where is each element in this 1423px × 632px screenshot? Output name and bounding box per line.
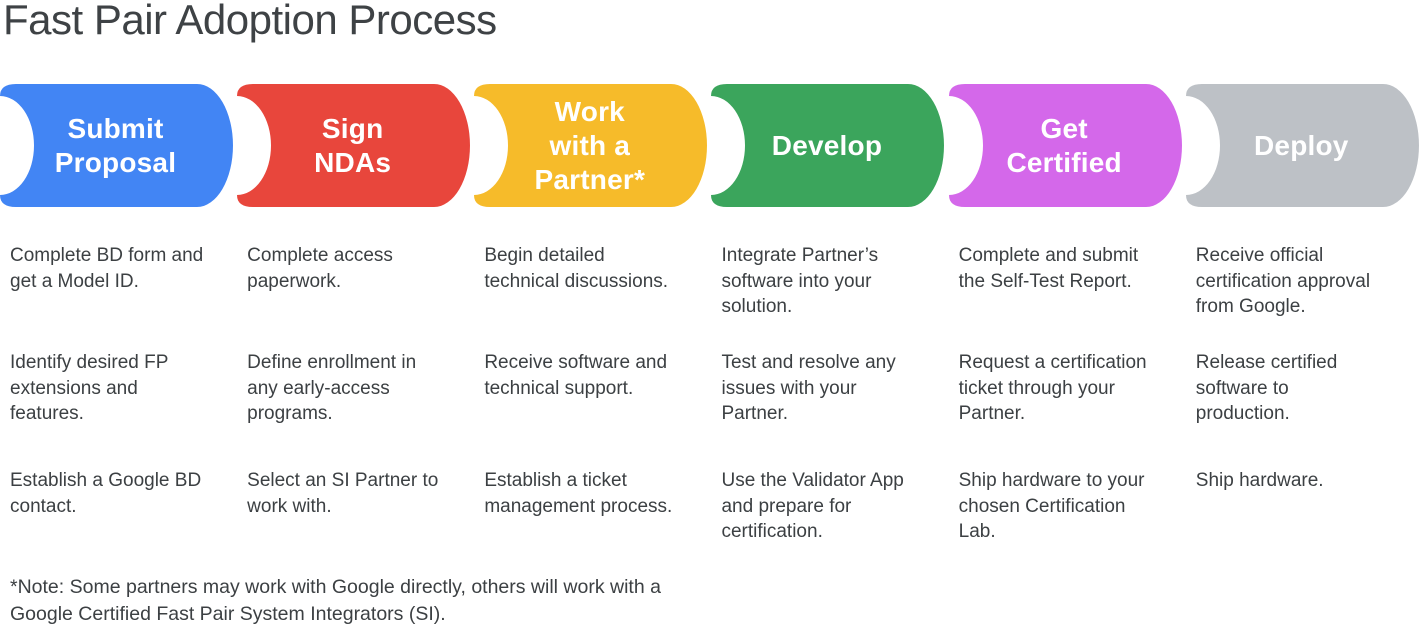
- steps-develop: Integrate Partner’s software into your s…: [711, 243, 948, 545]
- step-item: Define enrollment in any early-access pr…: [247, 352, 417, 424]
- step-item: Complete access paperwork.: [247, 245, 393, 292]
- stage-pill-shape: [474, 84, 708, 207]
- step-item: Use the Validator App and prepare for ce…: [721, 470, 904, 542]
- step-item: Ship hardware to your chosen Certificati…: [958, 470, 1145, 542]
- stage-steps-grid: Complete BD form and get a Model ID. Ide…: [0, 243, 1423, 545]
- stage-shape-deploy: [1185, 84, 1419, 207]
- step-item: Test and resolve any issues with your Pa…: [721, 352, 896, 424]
- stage-shape-develop: [711, 84, 945, 207]
- stage-sign-ndas: Sign NDAs: [237, 84, 474, 207]
- step-item: Establish a Google BD contact.: [10, 470, 202, 517]
- steps-deploy: Receive official certification approval …: [1186, 243, 1423, 545]
- stage-label-work-with-partner: Work with a Partner*: [534, 95, 646, 195]
- step-item: Ship hardware.: [1195, 470, 1324, 491]
- stage-get-certified: Get Certified: [948, 84, 1186, 207]
- step-item: Complete and submit the Self-Test Report…: [958, 245, 1139, 292]
- stage-pill-shape: [711, 84, 945, 207]
- stage-shape-get-certified: [948, 84, 1182, 207]
- stage-shape-sign-ndas: [237, 84, 471, 207]
- steps-sign-ndas: Complete access paperwork. Define enroll…: [237, 243, 474, 545]
- steps-get-certified: Complete and submit the Self-Test Report…: [949, 243, 1186, 545]
- step-item: Begin detailed technical discussions.: [484, 245, 669, 292]
- step-item: Establish a ticket management process.: [484, 470, 673, 517]
- step-item: Receive official certification approval …: [1195, 245, 1371, 317]
- step-item: Release certified software to production…: [1195, 352, 1338, 424]
- step-item: Complete BD form and get a Model ID.: [10, 245, 204, 292]
- stage-deploy: Deploy: [1185, 84, 1423, 207]
- stage-pill-shape: [948, 84, 1182, 207]
- step-item: Integrate Partner’s software into your s…: [721, 245, 879, 317]
- stage-develop: Develop: [711, 84, 948, 207]
- step-item: Receive software and technical support.: [484, 352, 668, 399]
- stage-submit-proposal: Submit Proposal: [0, 84, 237, 207]
- steps-submit-proposal: Complete BD form and get a Model ID. Ide…: [0, 243, 237, 545]
- stage-shape-work-with-partner: [474, 84, 708, 207]
- stage-label-get-certified: Get Certified: [1006, 112, 1122, 178]
- stage-label-submit-proposal: Submit Proposal: [54, 112, 177, 178]
- stage-label-develop: Develop: [771, 129, 883, 161]
- stage-label-deploy: Deploy: [1254, 129, 1349, 161]
- footnote: *Note: Some partners may work with Googl…: [10, 576, 661, 625]
- stage-pill-shape: [1185, 84, 1419, 207]
- step-item: Request a certification ticket through y…: [958, 352, 1147, 424]
- stage-shape-submit-proposal: [0, 84, 233, 207]
- stage-pill-shape: [237, 84, 471, 207]
- stage-label-sign-ndas: Sign NDAs: [314, 112, 392, 178]
- process-stage-row: Submit Proposal Sign NDAs Work with a Pa…: [0, 84, 1423, 207]
- step-item: Identify desired FP extensions and featu…: [10, 352, 169, 424]
- step-item: Select an SI Partner to work with.: [247, 470, 439, 517]
- steps-work-with-partner: Begin detailed technical discussions. Re…: [474, 243, 711, 545]
- page-title: Fast Pair Adoption Process: [3, 0, 497, 43]
- stage-work-with-partner: Work with a Partner*: [474, 84, 711, 207]
- stage-pill-shape: [0, 84, 233, 207]
